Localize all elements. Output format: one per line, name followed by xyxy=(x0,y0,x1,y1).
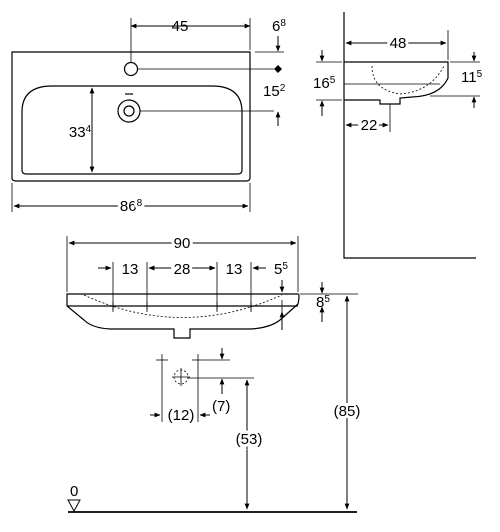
dim-12: (12) xyxy=(168,407,195,424)
floor-datum-marker xyxy=(67,499,81,513)
dim-8-5: 85 xyxy=(316,294,330,311)
dim-28: 28 xyxy=(174,261,191,278)
front-view: 90 13 28 13 55 xyxy=(66,232,363,513)
front-basin xyxy=(66,293,300,339)
dim-85: (85) xyxy=(334,403,361,420)
dim-53: (53) xyxy=(236,431,263,448)
dim-86-8: 868 xyxy=(120,198,143,215)
dim-33-4: 334 xyxy=(69,124,92,141)
side-view: 48 165 115 22 xyxy=(313,12,483,259)
dim-90: 90 xyxy=(174,235,191,252)
fixing-marks xyxy=(109,302,255,310)
front-bowl xyxy=(83,294,283,318)
dim-15-2: 152 xyxy=(263,83,286,100)
diamond-marker xyxy=(274,65,282,73)
waste-outlet-inner xyxy=(123,105,135,117)
top-view-outline xyxy=(11,51,251,182)
dim-13-left: 13 xyxy=(122,261,139,278)
floor-label: 0 xyxy=(70,483,78,500)
tap-hole xyxy=(123,61,139,77)
dim-6-8: 68 xyxy=(272,18,286,35)
waste-connection: (7) (12) (53) xyxy=(150,348,265,510)
top-view-bowl xyxy=(21,85,243,175)
dim-22: 22 xyxy=(361,117,378,134)
dim-48: 48 xyxy=(390,35,407,52)
dim-5-5: 55 xyxy=(274,261,288,278)
dim-11-5: 115 xyxy=(461,69,483,86)
top-view: 45 68 152 334 868 xyxy=(11,18,286,218)
side-bowl xyxy=(371,65,445,95)
wall-line xyxy=(343,12,476,259)
dim-13-right: 13 xyxy=(226,261,243,278)
side-profile xyxy=(344,61,449,105)
dim-7: (7) xyxy=(212,398,230,415)
waste-outlet xyxy=(117,99,141,123)
dim-16-5: 165 xyxy=(313,75,336,92)
dim-45: 45 xyxy=(172,18,189,35)
